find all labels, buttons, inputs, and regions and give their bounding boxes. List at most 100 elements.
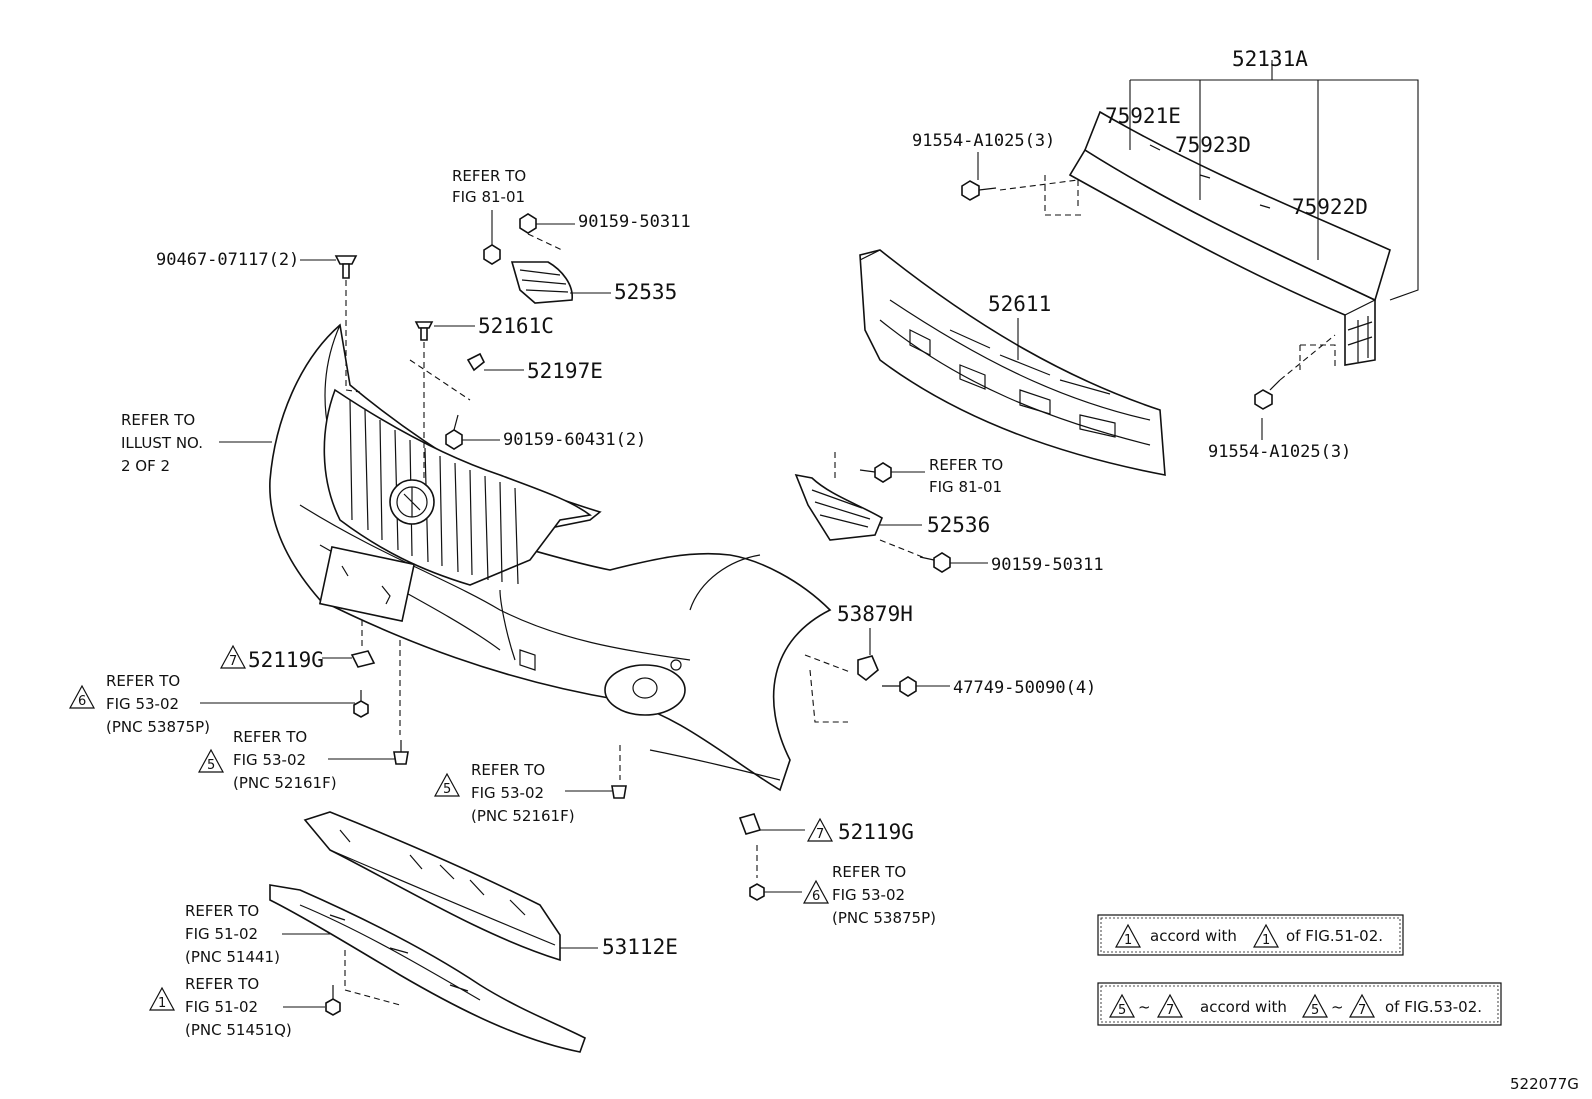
callout-75921E: 75921E <box>1105 104 1181 128</box>
ref-51a-line1: REFER TO <box>185 902 259 920</box>
callout-90159-50311-top: 90159-50311 <box>578 212 691 232</box>
svg-text:1: 1 <box>158 996 166 1011</box>
callout-47749: 47749-50090(4) <box>953 678 1096 698</box>
bracket-52536 <box>794 473 884 541</box>
bumper-reinforcement <box>1068 110 1391 366</box>
callout-75922D: 75922D <box>1292 195 1368 219</box>
ref-51a-line2: FIG 51-02 <box>185 925 258 943</box>
screw-90159-50311-bot <box>919 552 951 573</box>
ref-5a-line1: REFER TO <box>233 728 307 746</box>
triangle-5-b: 5 <box>433 772 461 797</box>
svg-text:~: ~ <box>1331 998 1344 1016</box>
ref-illust-line3: 2 OF 2 <box>121 457 170 475</box>
ref-6-left-line1: REFER TO <box>106 672 180 690</box>
bolt-6-right <box>749 883 765 901</box>
clip-90467 <box>334 255 358 279</box>
callout-90467: 90467-07117(2) <box>156 250 299 270</box>
callout-52535: 52535 <box>614 280 677 304</box>
under-cover-lower <box>269 884 586 1053</box>
callout-91554-top: 91554-A1025(3) <box>912 131 1055 151</box>
legend-1-of: of FIG.51-02. <box>1286 927 1383 945</box>
triangle-6-right: 6 <box>802 879 830 904</box>
svg-text:5: 5 <box>1118 1003 1126 1018</box>
energy-absorber <box>859 249 1166 476</box>
callout-52131A: 52131A <box>1232 47 1308 71</box>
callout-52119G-left: 52119G <box>248 648 324 672</box>
ref-51b-line2: FIG 51-02 <box>185 998 258 1016</box>
bolt-91554-bot <box>1254 379 1281 410</box>
bolt-6-left <box>353 690 369 718</box>
svg-text:7: 7 <box>229 654 237 669</box>
bolt-91554-top <box>961 180 997 201</box>
ref-5b-line1: REFER TO <box>471 761 545 779</box>
ref-illust-line1: REFER TO <box>121 411 195 429</box>
ref-fig81-right-line1: REFER TO <box>929 456 1003 474</box>
clip-5b <box>611 785 627 799</box>
screw-47749 <box>882 676 917 697</box>
svg-text:6: 6 <box>78 694 86 709</box>
callout-52611: 52611 <box>988 292 1051 316</box>
bolt-fig81-right <box>859 462 892 483</box>
svg-text:7: 7 <box>1358 1003 1366 1018</box>
svg-text:7: 7 <box>816 827 824 842</box>
callout-52119G-right: 52119G <box>838 820 914 844</box>
screw-90159-60431 <box>445 414 463 450</box>
ref-51b-line1: REFER TO <box>185 975 259 993</box>
callout-90159-50311-bot: 90159-50311 <box>991 555 1104 575</box>
reinforcement-leaders <box>1129 60 1419 301</box>
legend-2-of: of FIG.53-02. <box>1385 998 1482 1016</box>
ref-5b-line3: (PNC 52161F) <box>471 807 575 825</box>
legend-1-accord: accord with <box>1150 927 1237 945</box>
ref-5a-line3: (PNC 52161F) <box>233 774 337 792</box>
bracket-52535 <box>510 261 573 304</box>
callout-52536: 52536 <box>927 513 990 537</box>
clip-5a <box>393 740 409 765</box>
ref-6-right-line2: FIG 53-02 <box>832 886 905 904</box>
triangle-7-right: 7 <box>806 817 834 842</box>
callout-52161C: 52161C <box>478 314 554 338</box>
ref-51a-line3: (PNC 51441) <box>185 948 280 966</box>
svg-text:5: 5 <box>1311 1003 1319 1018</box>
ref-6-left-line2: FIG 53-02 <box>106 695 179 713</box>
legend-box-2: 5 ~ 7 accord with 5 ~ 7 of FIG.53-02. <box>1097 982 1502 1026</box>
ref-6-left-line3: (PNC 53875P) <box>106 718 210 736</box>
ref-6-right-line3: (PNC 53875P) <box>832 909 936 927</box>
triangle-6-left: 6 <box>68 684 96 709</box>
clip-52119G-right <box>738 813 762 835</box>
bumper-cover <box>269 323 832 792</box>
ref-illust-line2: ILLUST NO. <box>121 434 203 452</box>
bolt-fig81-top <box>483 244 501 265</box>
ref-51b-line3: (PNC 51451Q) <box>185 1021 292 1039</box>
triangle-5-a: 5 <box>197 748 225 773</box>
clip-52161C <box>414 321 434 341</box>
callout-53112E: 53112E <box>602 935 678 959</box>
legend-2-accord: accord with <box>1200 998 1287 1016</box>
svg-text:1: 1 <box>1124 933 1132 948</box>
callout-53879H: 53879H <box>837 602 913 626</box>
callout-90159-60431: 90159-60431(2) <box>503 430 646 450</box>
callout-75923D: 75923D <box>1175 133 1251 157</box>
screw-90159-50311-top <box>519 213 537 234</box>
svg-text:7: 7 <box>1166 1003 1174 1018</box>
clip-52119G-left <box>350 650 376 668</box>
ref-fig81-top-line2: FIG 81-01 <box>452 188 525 206</box>
ref-5a-line2: FIG 53-02 <box>233 751 306 769</box>
ref-fig81-right-line2: FIG 81-01 <box>929 478 1002 496</box>
diagram-code: 522077G <box>1510 1075 1579 1093</box>
bolt-51b <box>325 985 341 1016</box>
ref-6-right-line1: REFER TO <box>832 863 906 881</box>
retainer-53879H <box>857 655 879 682</box>
ref-fig81-top-line1: REFER TO <box>452 167 526 185</box>
legend-box-1: 1 accord with 1 of FIG.51-02. <box>1097 914 1404 956</box>
triangle-1-left: 1 <box>148 986 176 1011</box>
svg-text:6: 6 <box>812 889 820 904</box>
ref-5b-line2: FIG 53-02 <box>471 784 544 802</box>
clip-52197E <box>466 352 486 372</box>
triangle-7-left: 7 <box>219 644 247 669</box>
callout-52197E: 52197E <box>527 359 603 383</box>
svg-text:5: 5 <box>207 758 215 773</box>
svg-text:~: ~ <box>1138 998 1151 1016</box>
svg-text:5: 5 <box>443 782 451 797</box>
callout-91554-bot: 91554-A1025(3) <box>1208 442 1351 462</box>
